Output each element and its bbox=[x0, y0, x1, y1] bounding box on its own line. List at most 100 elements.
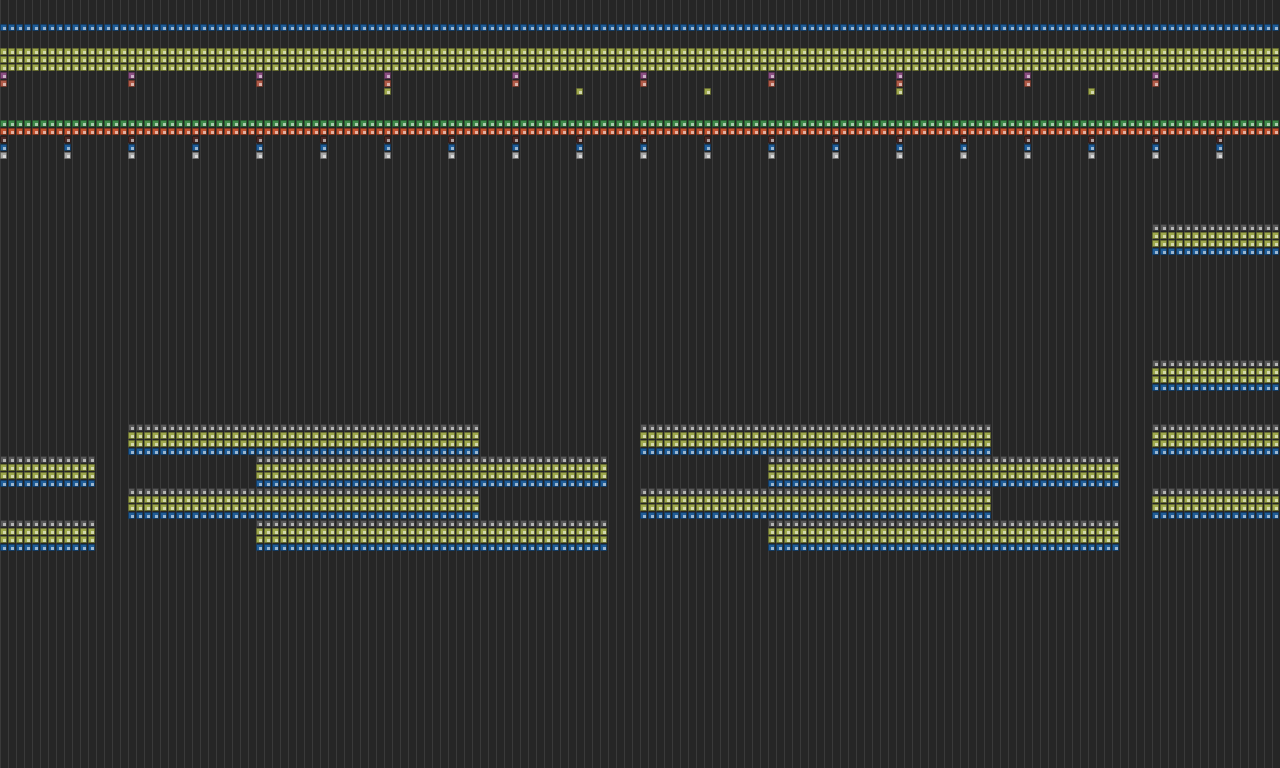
step-cell-green[interactable] bbox=[184, 120, 191, 127]
step-cell-grey[interactable] bbox=[344, 520, 351, 527]
step-cell-blue[interactable] bbox=[1024, 144, 1031, 151]
step-cell-yellow[interactable] bbox=[296, 56, 303, 63]
step-cell-blue[interactable] bbox=[976, 24, 983, 31]
step-cell-blue[interactable] bbox=[768, 24, 775, 31]
step-cell-yellow[interactable] bbox=[480, 48, 487, 55]
step-cell-grey[interactable] bbox=[1208, 360, 1215, 367]
step-cell-yellow[interactable] bbox=[456, 496, 463, 503]
step-cell-blue[interactable] bbox=[968, 448, 975, 455]
step-cell-blue[interactable] bbox=[1040, 480, 1047, 487]
step-cell-orange[interactable] bbox=[1048, 128, 1055, 135]
step-cell-grey[interactable] bbox=[1224, 224, 1231, 231]
step-cell-yellow[interactable] bbox=[856, 56, 863, 63]
step-cell-yellow[interactable] bbox=[464, 464, 471, 471]
step-cell-yellow[interactable] bbox=[368, 64, 375, 71]
step-cell-yellow[interactable] bbox=[400, 536, 407, 543]
step-cell-yellow[interactable] bbox=[408, 64, 415, 71]
step-cell-yellow[interactable] bbox=[480, 464, 487, 471]
step-cell-orange[interactable] bbox=[960, 128, 967, 135]
step-cell-yellow[interactable] bbox=[368, 496, 375, 503]
step-cell-grey[interactable] bbox=[504, 456, 511, 463]
step-cell-yellow[interactable] bbox=[1056, 48, 1063, 55]
step-cell-yellow[interactable] bbox=[8, 528, 15, 535]
step-cell-green[interactable] bbox=[1184, 120, 1191, 127]
step-cell-yellow[interactable] bbox=[376, 504, 383, 511]
step-cell-yellow[interactable] bbox=[808, 536, 815, 543]
step-cell-yellow[interactable] bbox=[1152, 376, 1159, 383]
step-cell-blue[interactable] bbox=[480, 24, 487, 31]
step-cell-purple[interactable] bbox=[1152, 72, 1159, 79]
step-cell-blue[interactable] bbox=[536, 480, 543, 487]
step-cell-yellow[interactable] bbox=[104, 56, 111, 63]
step-cell-yellow[interactable] bbox=[984, 48, 991, 55]
step-cell-blue[interactable] bbox=[224, 512, 231, 519]
step-cell-yellow[interactable] bbox=[1224, 440, 1231, 447]
step-cell-blue[interactable] bbox=[320, 448, 327, 455]
step-cell-blue[interactable] bbox=[552, 480, 559, 487]
step-cell-grey[interactable] bbox=[280, 456, 287, 463]
step-cell-green[interactable] bbox=[720, 120, 727, 127]
step-cell-yellow[interactable] bbox=[40, 64, 47, 71]
step-cell-yellow[interactable] bbox=[320, 64, 327, 71]
step-cell-yellow[interactable] bbox=[712, 432, 719, 439]
step-cell-yellow[interactable] bbox=[448, 432, 455, 439]
step-cell-yellow[interactable] bbox=[368, 56, 375, 63]
step-cell-green[interactable] bbox=[384, 120, 391, 127]
step-cell-yellow[interactable] bbox=[1160, 64, 1167, 71]
step-cell-yellow[interactable] bbox=[1240, 440, 1247, 447]
step-cell-yellow[interactable] bbox=[904, 504, 911, 511]
step-cell-yellow[interactable] bbox=[640, 432, 647, 439]
step-cell-blue[interactable] bbox=[40, 544, 47, 551]
step-cell-blue[interactable] bbox=[544, 544, 551, 551]
step-cell-blue[interactable] bbox=[688, 24, 695, 31]
step-cell-yellow[interactable] bbox=[232, 432, 239, 439]
step-cell-grey[interactable] bbox=[1248, 224, 1255, 231]
step-cell-blue[interactable] bbox=[624, 24, 631, 31]
step-cell-yellow[interactable] bbox=[280, 432, 287, 439]
step-cell-yellow[interactable] bbox=[360, 528, 367, 535]
step-cell-yellow[interactable] bbox=[792, 432, 799, 439]
step-cell-blue[interactable] bbox=[1208, 448, 1215, 455]
step-cell-yellow[interactable] bbox=[600, 64, 607, 71]
step-cell-grey[interactable] bbox=[392, 488, 399, 495]
step-cell-yellow[interactable] bbox=[968, 536, 975, 543]
step-cell-yellow[interactable] bbox=[248, 56, 255, 63]
step-cell-yellow[interactable] bbox=[816, 528, 823, 535]
step-cell-green[interactable] bbox=[360, 120, 367, 127]
step-cell-blue[interactable] bbox=[1160, 24, 1167, 31]
step-cell-yellow[interactable] bbox=[728, 496, 735, 503]
step-cell-yellow[interactable] bbox=[1032, 464, 1039, 471]
step-cell-blue[interactable] bbox=[1168, 384, 1175, 391]
step-cell-yellow[interactable] bbox=[392, 536, 399, 543]
step-cell-blue[interactable] bbox=[664, 512, 671, 519]
step-cell-yellow[interactable] bbox=[680, 440, 687, 447]
step-cell-grey[interactable] bbox=[864, 488, 871, 495]
step-cell-yellow[interactable] bbox=[872, 432, 879, 439]
step-cell-yellow[interactable] bbox=[0, 536, 7, 543]
step-cell-yellow[interactable] bbox=[1024, 536, 1031, 543]
step-cell-grey[interactable] bbox=[296, 520, 303, 527]
step-cell-blue[interactable] bbox=[536, 544, 543, 551]
step-cell-yellow[interactable] bbox=[1192, 496, 1199, 503]
step-cell-orange[interactable] bbox=[1040, 128, 1047, 135]
step-cell-yellow[interactable] bbox=[704, 504, 711, 511]
step-cell-green[interactable] bbox=[776, 120, 783, 127]
step-cell-grey[interactable] bbox=[0, 456, 7, 463]
step-cell-yellow[interactable] bbox=[320, 56, 327, 63]
step-cell-yellow[interactable] bbox=[704, 496, 711, 503]
step-cell-grey[interactable] bbox=[672, 424, 679, 431]
step-cell-yellow[interactable] bbox=[320, 440, 327, 447]
step-cell-yellow[interactable] bbox=[344, 472, 351, 479]
step-cell-green[interactable] bbox=[1072, 120, 1079, 127]
step-cell-yellow[interactable] bbox=[608, 56, 615, 63]
step-cell-orange[interactable] bbox=[192, 128, 199, 135]
step-cell-blue[interactable] bbox=[808, 480, 815, 487]
step-cell-yellow[interactable] bbox=[1064, 464, 1071, 471]
step-cell-yellow[interactable] bbox=[352, 472, 359, 479]
step-cell-blue[interactable] bbox=[1056, 480, 1063, 487]
step-cell-yellow[interactable] bbox=[856, 496, 863, 503]
step-cell-green[interactable] bbox=[1120, 120, 1127, 127]
step-cell-yellow[interactable] bbox=[1072, 48, 1079, 55]
step-cell-yellow[interactable] bbox=[424, 432, 431, 439]
step-cell-blue[interactable] bbox=[96, 24, 103, 31]
